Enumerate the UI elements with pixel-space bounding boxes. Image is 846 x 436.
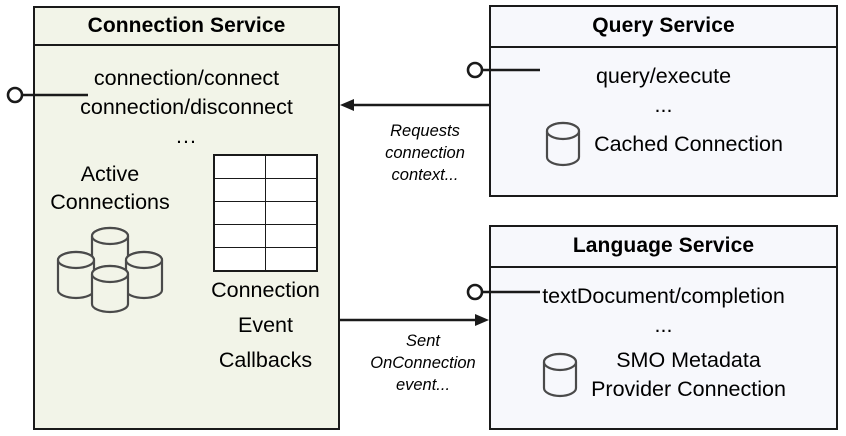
smo-metadata-provider-labels: SMO Metadata Provider Connection — [591, 346, 786, 404]
active-connections-label-line2: Connections — [50, 190, 170, 214]
operation-ellipsis: ... — [654, 313, 673, 337]
connector-label-sent-onconnection-event: Sent OnConnection event... — [358, 330, 488, 396]
database-cylinder-icon — [545, 121, 581, 167]
connection-service-contents: Active Connections — [35, 154, 338, 424]
cached-connection-group: Cached Connection — [491, 120, 836, 168]
table-cell — [265, 178, 318, 202]
smo-metadata-label-line1: SMO Metadata — [616, 348, 761, 372]
table-cell — [265, 154, 318, 179]
connector-query-to-connection — [340, 99, 489, 111]
callbacks-caption-line1: Connection — [211, 278, 320, 302]
label-line-3: context... — [391, 166, 459, 184]
operation-textdocument-completion: textDocument/completion — [542, 284, 785, 308]
callbacks-caption-line3: Callbacks — [218, 348, 313, 372]
language-service-title: Language Service — [491, 227, 836, 268]
cached-connection-label: Cached Connection — [594, 131, 783, 156]
connection-service-title: Connection Service — [35, 8, 338, 46]
table-row — [213, 178, 318, 202]
connection-event-callbacks-group: Connection Event Callbacks — [193, 154, 338, 377]
query-service-body: query/execute ... Cached Connection — [491, 48, 836, 195]
table-cell — [213, 247, 266, 272]
label-line-1: Requests — [390, 122, 460, 140]
operation-ellipsis: ... — [654, 93, 673, 117]
active-connections-group: Active Connections — [35, 154, 185, 319]
database-cylinder-icon — [542, 352, 578, 398]
label-line-1: Sent — [406, 332, 440, 350]
database-cluster-icon — [56, 226, 164, 314]
label-line-2: connection — [385, 144, 465, 162]
component-connection-service[interactable]: Connection Service connection/connect co… — [33, 6, 340, 430]
callbacks-caption-line2: Event — [238, 313, 293, 337]
query-service-title: Query Service — [491, 7, 836, 48]
smo-metadata-label-line2: Provider Connection — [591, 377, 786, 401]
language-service-operations: textDocument/completion ... — [491, 282, 836, 340]
table-cell — [213, 224, 266, 248]
operation-ellipsis: ... — [176, 124, 197, 148]
table-cell — [213, 201, 266, 225]
table-row — [213, 201, 318, 225]
language-service-body: textDocument/completion ... SMO Metadata… — [491, 268, 836, 428]
query-service-operations: query/execute ... — [491, 62, 836, 120]
smo-metadata-provider-group: SMO Metadata Provider Connection — [491, 346, 836, 404]
table-cell — [213, 154, 266, 179]
label-line-3: event... — [395, 376, 451, 394]
label-line-2: OnConnection — [370, 354, 476, 372]
table-row — [213, 247, 318, 272]
operation-connection-disconnect: connection/disconnect — [80, 95, 293, 119]
table-cell — [265, 224, 318, 248]
table-grid-icon — [213, 154, 318, 272]
connection-service-body: connection/connect connection/disconnect… — [35, 46, 338, 428]
connector-connection-to-language — [340, 314, 489, 326]
table-cell — [213, 178, 266, 202]
table-cell — [265, 201, 318, 225]
component-language-service[interactable]: Language Service textDocument/completion… — [489, 225, 838, 430]
connector-label-requests-connection-context: Requests connection context... — [365, 120, 485, 186]
table-row — [213, 224, 318, 248]
operation-query-execute: query/execute — [595, 64, 732, 88]
connection-service-operations: connection/connect connection/disconnect… — [35, 64, 338, 151]
operation-connection-connect: connection/connect — [93, 66, 280, 90]
component-query-service[interactable]: Query Service query/execute ... Cached C… — [489, 5, 838, 197]
table-row — [213, 154, 318, 179]
active-connections-label-line1: Active — [80, 162, 140, 186]
table-cell — [265, 247, 318, 272]
